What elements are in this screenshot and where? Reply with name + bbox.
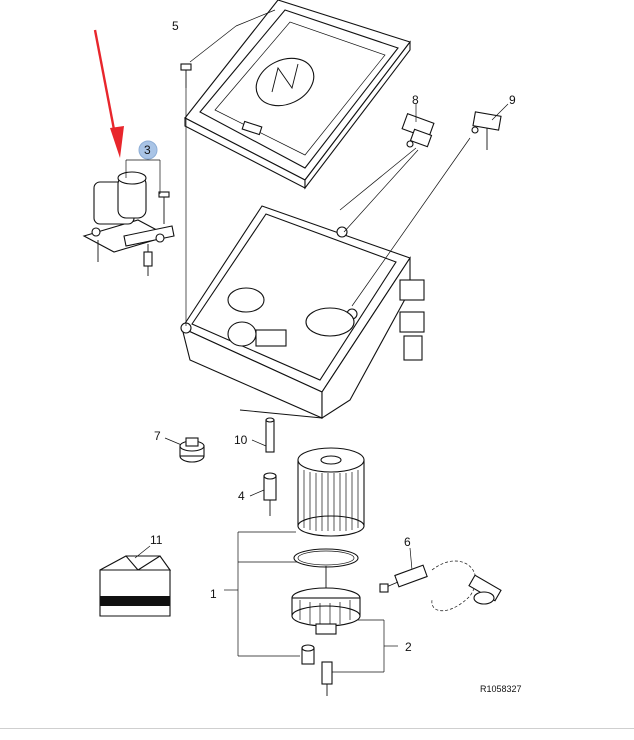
main-housing[interactable] [180, 205, 425, 420]
reference-code: R1058327 [480, 684, 522, 694]
callout-9[interactable]: 9 [509, 93, 516, 107]
pin-part-10[interactable] [265, 417, 275, 453]
leader-lines [125, 9, 509, 673]
callout-1[interactable]: 1 [210, 587, 217, 601]
valve-screw[interactable] [158, 191, 170, 224]
callout-7[interactable]: 7 [154, 429, 161, 443]
part-cover[interactable] [184, 0, 411, 190]
o-ring[interactable] [293, 548, 359, 568]
cover-screw[interactable] [180, 63, 192, 88]
bottom-divider [0, 728, 634, 729]
callout-2[interactable]: 2 [405, 640, 412, 654]
callout-10[interactable]: 10 [234, 433, 248, 447]
highlight-circle [138, 140, 158, 160]
callout-3[interactable]: 3 [144, 143, 151, 157]
filter-element-part-1[interactable] [297, 447, 365, 537]
valve-assembly-part-3[interactable] [82, 171, 175, 276]
callout-4[interactable]: 4 [238, 489, 245, 503]
callout-11[interactable]: 11 [150, 533, 163, 547]
heater-part-6[interactable] [379, 560, 502, 612]
drain-pin[interactable] [321, 661, 333, 696]
drain-plug[interactable] [301, 644, 315, 665]
callout-6[interactable]: 6 [404, 535, 411, 549]
sensor-part-9[interactable] [471, 111, 502, 150]
sensor-part-8[interactable] [401, 112, 435, 148]
callout-8[interactable]: 8 [412, 93, 419, 107]
callout-5[interactable]: 5 [172, 19, 179, 33]
red-arrow-icon [93, 29, 124, 158]
repair-kit-box-icon[interactable] [99, 555, 172, 617]
filter-cap-part-2[interactable] [291, 566, 361, 635]
tube-part-4[interactable] [263, 472, 277, 516]
plug-part-7[interactable] [179, 437, 205, 463]
